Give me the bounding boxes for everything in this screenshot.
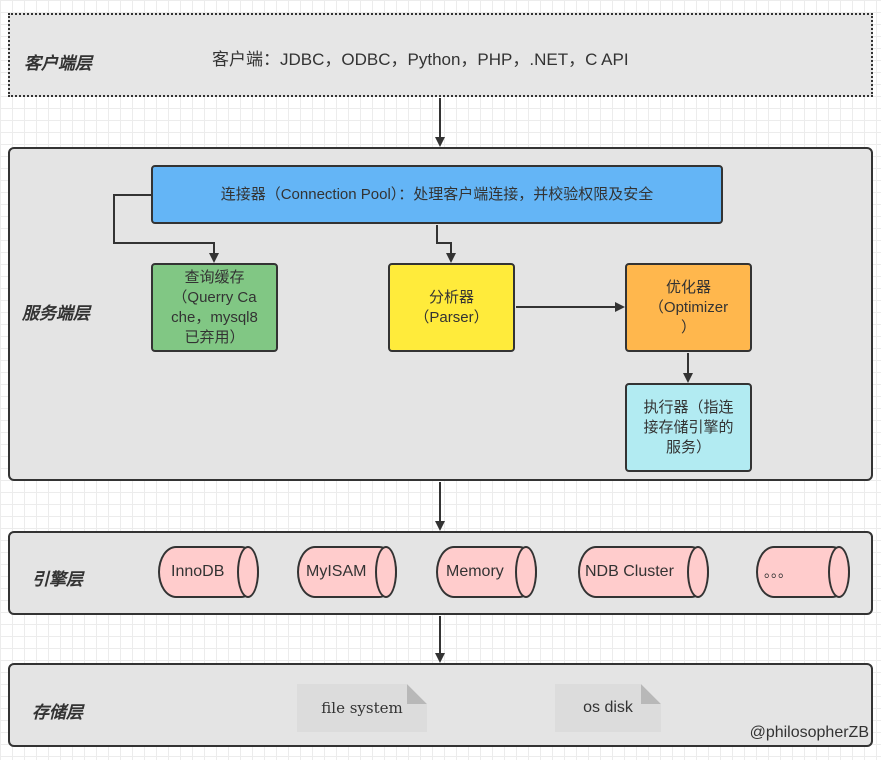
arrow-connector-to-cache [113,194,219,263]
query-cache-box: 查询缓存 （Querry Ca che，mysql8 已弃用） [151,263,278,352]
engine-more: 。。。 [756,546,850,598]
engine-more-label: 。。。 [764,564,792,580]
server-layer-label: 服务端层 [22,304,90,323]
query-cache-line-3: che，mysql8 [171,308,258,326]
optimizer-line-2: （Optimizer [648,298,729,316]
engine-memory-label: Memory [446,563,504,580]
engine-more-rim [828,546,850,598]
client-layer: 客户端层 客户端：JDBC，ODBC，Python，PHP，.NET，C API [8,13,873,97]
engine-ndb-cluster: NDB Cluster [578,546,709,598]
engine-innodb-label: InnoDB [171,563,225,580]
engine-innodb: InnoDB [158,546,259,598]
query-cache-line-2: （Querry Ca [172,288,257,306]
parser-line-1: 分析器 [428,288,474,306]
executor-line-3: 服务） [665,438,711,456]
engine-myisam-rim [375,546,397,598]
engine-layer-label: 引擎层 [32,570,83,589]
executor-line-1: 执行器（指连 [643,398,734,416]
client-layer-text: 客户端：JDBC，ODBC，Python，PHP，.NET，C API [212,50,629,69]
engine-myisam: MyISAM [297,546,397,598]
storage-os-disk: os disk [555,684,661,732]
engine-memory: Memory [436,546,537,598]
executor-box: 执行器（指连 接存储引擎的 服务） [625,383,752,472]
parser-line-2: （Parser） [414,308,489,326]
storage-file-system-label: file system [321,699,403,717]
engine-myisam-label: MyISAM [306,563,367,580]
executor-line-2: 接存储引擎的 [643,418,734,436]
watermark: @philosopherZB [749,724,869,741]
engine-ndb-cluster-rim [687,546,709,598]
optimizer-line-1: 优化器 [665,278,711,296]
query-cache-line-1: 查询缓存 [184,268,245,286]
engine-ndb-cluster-label: NDB Cluster [585,563,674,580]
engine-innodb-rim [237,546,259,598]
arrow-connector-to-parser [436,225,456,263]
parser-box: 分析器 （Parser） [388,263,515,352]
engine-memory-rim [515,546,537,598]
connector-box: 连接器（Connection Pool）：处理客户端连接，并校验权限及安全 [151,165,723,224]
storage-os-disk-label: os disk [583,699,633,716]
connector-text: 连接器（Connection Pool）：处理客户端连接，并校验权限及安全 [220,185,654,203]
query-cache-line-4: 已弃用） [184,328,245,346]
storage-layer-label: 存储层 [32,703,83,722]
client-layer-label: 客户端层 [24,54,92,73]
storage-layer: 存储层 [8,663,873,747]
optimizer-line-3: ） [680,318,696,336]
optimizer-box: 优化器 （Optimizer ） [625,263,752,352]
